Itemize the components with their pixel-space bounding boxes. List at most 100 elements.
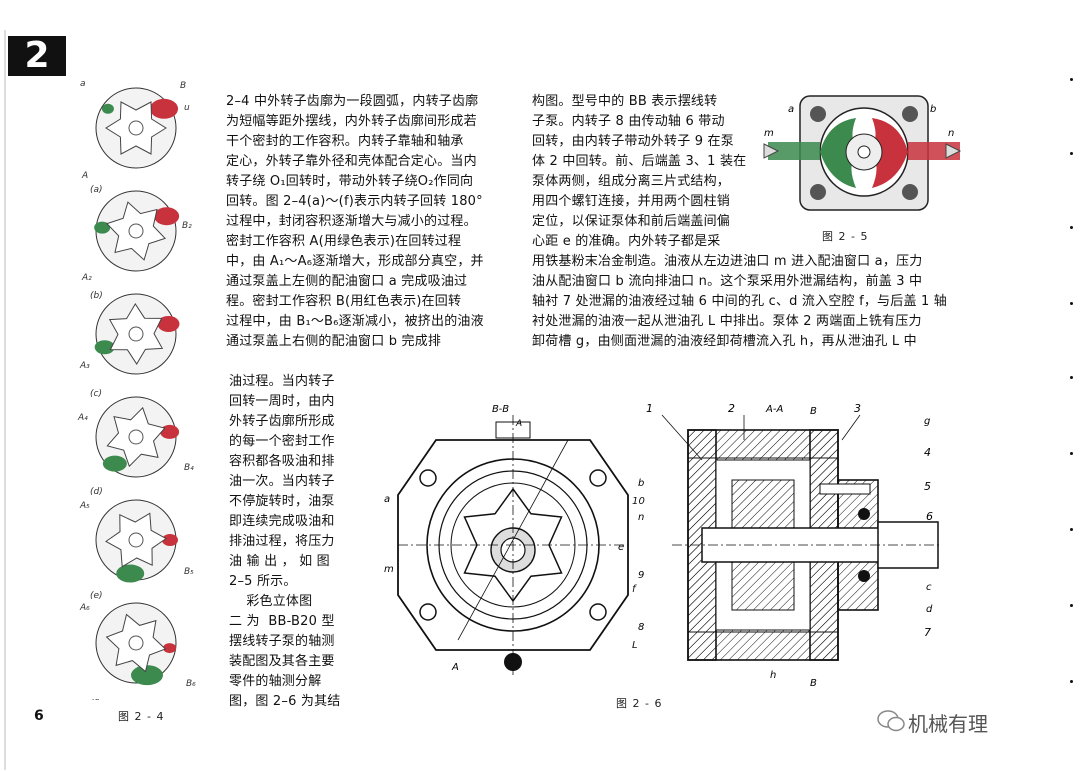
fig24-label: A₆ xyxy=(79,603,90,613)
text-line: 油从配油窗口 b 流向排油口 n。这个泵采用外泄漏结构，前盖 3 中 xyxy=(532,274,923,289)
fig26-2: 2 xyxy=(728,402,735,415)
fig24-label: (a) xyxy=(90,185,103,195)
text-line: 通过泵盖上右侧的配油窗口 b 完成排 xyxy=(226,334,442,349)
text-line: 油过程。当内转子 xyxy=(229,374,335,389)
fig26-1: 1 xyxy=(646,402,653,415)
text-column-2: 构图。型号中的 BB 表示摆线转子泵。内转子 8 由传动轴 6 带动回转，由内转… xyxy=(532,92,752,252)
text-line: 体 2 中回转。前、后端盖 3、1 装在 xyxy=(532,154,747,169)
text-line: 转子绕 O₁回转时，带动外转子绕O₂作同向 xyxy=(226,174,474,189)
fig25-label-a: a xyxy=(788,104,794,115)
text-line: 中，由 A₁～A₆逐渐增大，形成部分真空，并 xyxy=(226,254,484,269)
text-line: 衬处泄漏的油液一起从泄油孔 L 中排出。泵体 2 两端面上铣有压力 xyxy=(532,314,922,329)
text-column-1-lines: 2–4 中外转子齿廓为一段圆弧，内转子齿廓为短幅等距外摆线，内外转子齿廓间形成若… xyxy=(226,92,516,352)
figure-2-5: a b m n xyxy=(763,95,962,211)
fig26-8: 8 xyxy=(638,622,644,633)
text-line: 油 输 出 ， 如 图 xyxy=(229,554,330,569)
text-line: 通过泵盖上左侧的配油窗口 a 完成吸油过 xyxy=(226,274,468,289)
text-line: 摆线转子泵的轴测 xyxy=(229,634,335,649)
text-column-2-wide: 用铁基粉末冶金制造。油液从左边进油口 m 进入配油窗口 a，压力油从配油窗口 b… xyxy=(532,252,977,352)
fig26-c: c xyxy=(926,582,932,593)
fig26-9: 9 xyxy=(638,570,644,581)
text-line: 干个密封的工作容积。内转子靠轴和轴承 xyxy=(226,134,464,149)
fig24-label: B₂ xyxy=(182,221,192,231)
text-line: 油一次。当内转子 xyxy=(229,474,335,489)
fig26-d: d xyxy=(926,604,933,615)
fig24-label: B₆ xyxy=(186,679,196,689)
fig24-label: B₄ xyxy=(184,463,194,473)
rotor-diagram xyxy=(95,499,178,583)
text-line: 过程中，由 B₁～B₆逐渐减小，被挤出的油液 xyxy=(226,314,484,329)
text-line: 用四个螺钉连接，并用两个圆柱销 xyxy=(532,194,731,209)
fig24-label: A₃ xyxy=(79,361,90,371)
figure-2-6-caption: 图 2 - 6 xyxy=(616,697,663,710)
fig24-label: A₄ xyxy=(77,413,88,423)
text-line: 回转，由内转子带动外转子 9 在泵 xyxy=(532,134,734,149)
text-line: 容积都各吸油和排 xyxy=(229,454,335,469)
fig26-3: 3 xyxy=(854,402,861,415)
fig26-a: a xyxy=(384,494,390,505)
wechat-icon xyxy=(877,710,905,732)
fig24-label: (e) xyxy=(90,591,103,601)
fig26-6: 6 xyxy=(926,510,933,523)
text-line: 2–4 中外转子齿廓为一段圆弧，内转子齿廓 xyxy=(226,94,479,109)
fig24-label: (f) xyxy=(90,699,100,700)
text-line: 2–5 所示。 xyxy=(229,574,297,589)
text-line: 用铁基粉末冶金制造。油液从左边进油口 m 进入配油窗口 a，压力 xyxy=(532,254,923,269)
fig26-aa: A-A xyxy=(765,404,783,415)
text-column-2-wide-lines: 用铁基粉末冶金制造。油液从左边进油口 m 进入配油窗口 a，压力油从配油窗口 b… xyxy=(532,252,977,352)
text-line: 回转一周时，由内 xyxy=(229,394,335,409)
fig25-label-b: b xyxy=(930,104,936,115)
text-line: 的每一个密封工作 xyxy=(229,434,335,449)
text-line: 为短幅等距外摆线，内外转子齿廓间形成若 xyxy=(226,114,477,129)
fig26-left-extras-2: f xyxy=(632,584,636,596)
text-line: 构图。型号中的 BB 表示摆线转 xyxy=(532,94,718,109)
fig26-a-top: A xyxy=(515,419,522,429)
text-line: 装配图及其各主要 xyxy=(229,654,335,669)
text-line: 子泵。内转子 8 由传动轴 6 带动 xyxy=(532,114,725,129)
fig26-left-extras: 10 xyxy=(632,496,645,508)
fig26-L: L xyxy=(632,640,638,651)
fig24-label: A₅ xyxy=(79,501,90,511)
fig26-b-top: B xyxy=(810,406,817,417)
rotor-diagram xyxy=(94,293,180,375)
chapter-badge: 2 xyxy=(8,36,66,76)
fig24-label: a xyxy=(80,80,86,89)
fig24-label: A xyxy=(81,171,88,181)
text-line: 不停旋转时，油泵 xyxy=(229,494,335,509)
page-edge-shadow xyxy=(4,30,6,770)
rotor-diagram xyxy=(95,602,177,686)
text-line: 二 为 BB-B20 型 xyxy=(229,614,335,629)
fig24-label: B xyxy=(180,81,186,91)
text-line: 泵体两侧，组成分离三片式结构， xyxy=(532,174,731,189)
fig26-bb-title: B-B xyxy=(492,404,509,415)
fig24-label: B₅ xyxy=(184,567,194,577)
text-line: 彩色立体图 xyxy=(229,594,313,609)
fig26-4: 4 xyxy=(924,446,931,459)
fig26-g: g xyxy=(924,416,930,427)
fig26-a-bottom: A xyxy=(451,662,459,673)
fig25-label-n: n xyxy=(948,128,954,139)
fig26-left-extras-3: L xyxy=(632,640,638,652)
fig24-label: A₂ xyxy=(81,273,92,283)
rotor-diagram xyxy=(94,190,180,272)
text-line: 回转。图 2–4(a)～(f)表示内转子回转 180° xyxy=(226,194,483,209)
fig26-n: n xyxy=(638,512,644,523)
figure-2-6-right: 1 2 A-A B 3 g 4 5 6 c d 7 h B xyxy=(646,402,942,689)
fig24-label: u xyxy=(184,103,190,113)
fig26-b-bottom: B xyxy=(810,678,817,689)
fig26-e: e xyxy=(618,542,624,553)
fig25-label-m: m xyxy=(764,128,774,139)
text-column-1: 2–4 中外转子齿廓为一段圆弧，内转子齿廓为短幅等距外摆线，内外转子齿廓间形成若… xyxy=(226,92,516,352)
text-column-1-narrow: 油过程。当内转子回转一周时，由内外转子齿廓所形成的每一个密封工作容积都各吸油和排… xyxy=(229,372,364,712)
text-line: 程。密封工作容积 B(用红色表示)在回转 xyxy=(226,294,462,309)
fig26-f: f xyxy=(632,584,636,595)
rotor-diagram xyxy=(95,87,179,169)
fig24-label: (d) xyxy=(90,487,103,497)
fig26-10: 10 xyxy=(632,496,646,507)
text-line: 即连续完成吸油和 xyxy=(229,514,335,529)
fig26-h: h xyxy=(770,670,776,681)
text-line: 卸荷槽 g，由侧面泄漏的油液经卸荷槽流入孔 h，再从泄油孔 L 中 xyxy=(532,334,917,349)
text-line: 定位，以保证泵体和前后端盖间偏 xyxy=(532,214,731,229)
